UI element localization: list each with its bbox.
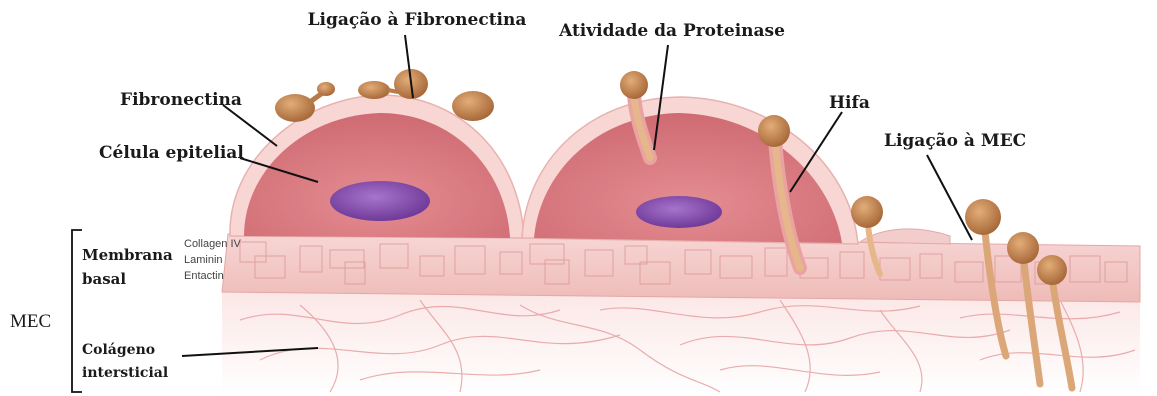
label-ecm-binding: Ligação à MEC <box>884 131 1026 151</box>
label-basement-membrane-line2: basal <box>82 270 126 288</box>
label-epithelial-cell: Célula epitelial <box>99 143 244 163</box>
basement-membrane <box>222 234 1140 302</box>
component-entactin: Entactin <box>184 270 224 282</box>
label-interstitial-collagen-line1: Colágeno <box>82 342 155 358</box>
ecm-bracket <box>72 230 82 392</box>
spore <box>620 71 648 99</box>
spore <box>965 199 1001 235</box>
spore <box>275 94 315 122</box>
spore <box>358 81 390 99</box>
spore <box>758 115 790 147</box>
spore <box>1007 232 1039 264</box>
spore <box>317 82 335 96</box>
component-laminin: Laminin <box>184 254 223 266</box>
label-ecm: MEC <box>10 311 51 332</box>
spore <box>452 91 494 121</box>
label-basement-membrane-line1: Membrana <box>82 246 173 264</box>
spore <box>851 196 883 228</box>
nucleus-right <box>636 196 722 228</box>
label-interstitial-collagen-line2: intersticial <box>82 365 168 381</box>
nucleus-left <box>330 181 430 221</box>
cell-surface-bump <box>860 229 950 244</box>
label-fibronectin-binding: Ligação à Fibronectina <box>308 10 527 30</box>
epithelial-cell-right <box>522 97 858 244</box>
component-collagen-iv: Collagen IV <box>184 238 242 250</box>
label-proteinase-activity: Atividade da Proteinase <box>558 21 785 41</box>
label-hypha: Hifa <box>829 93 870 113</box>
label-fibronectin: Fibronectina <box>120 90 242 110</box>
spore <box>1037 255 1067 285</box>
